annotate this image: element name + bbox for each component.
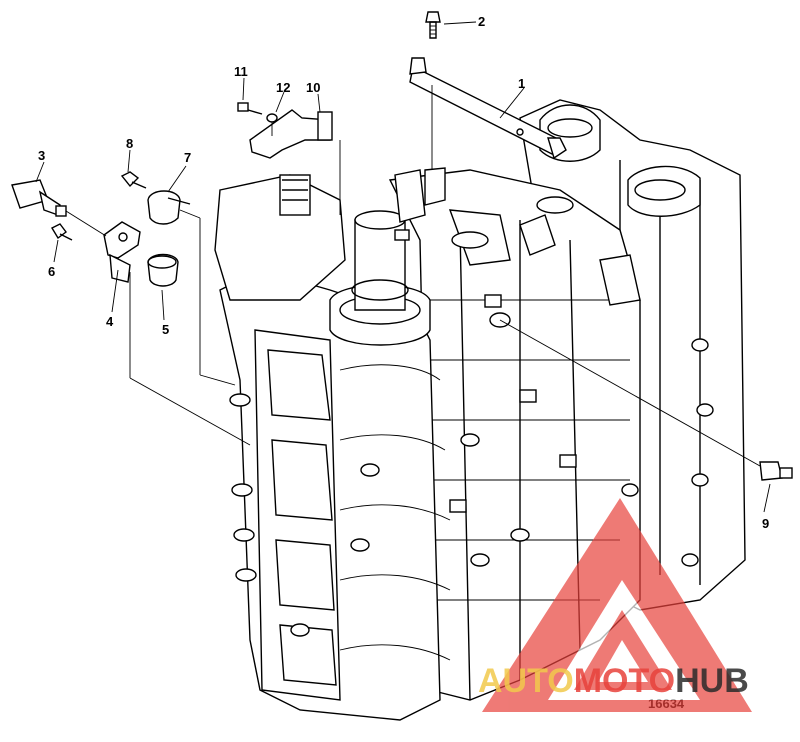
part-7-clip xyxy=(147,190,191,225)
callout-9: 9 xyxy=(762,516,769,531)
watermark-logo xyxy=(482,498,752,712)
part-4-clamp xyxy=(103,221,141,283)
callout-4: 4 xyxy=(106,314,114,329)
part-3-sensor xyxy=(11,179,67,217)
callout-7: 7 xyxy=(184,150,191,165)
part-10-bracket xyxy=(249,109,333,159)
watermark-auto: AUTO xyxy=(478,662,574,700)
part-1-bracket xyxy=(409,57,567,170)
part-9-sensor xyxy=(759,461,793,481)
part-6-screw xyxy=(51,223,73,241)
part-11-screw xyxy=(237,102,263,115)
watermark-moto: MOTO xyxy=(574,662,675,700)
callout-12: 12 xyxy=(276,80,290,95)
callout-8: 8 xyxy=(126,136,133,151)
callout-pointers xyxy=(35,21,771,513)
callout-2: 2 xyxy=(478,14,485,29)
svg-text:AUTOMOTOHUB: AUTOMOTOHUB xyxy=(478,662,749,700)
part-5-fitting xyxy=(147,253,179,287)
callout-3: 3 xyxy=(38,148,45,163)
callout-11: 11 xyxy=(234,64,248,79)
part-2-bolt xyxy=(425,11,441,39)
part-12-washer xyxy=(266,113,278,123)
watermark-hub: HUB xyxy=(675,662,749,700)
callout-1: 1 xyxy=(518,76,525,91)
callout-5: 5 xyxy=(162,322,169,337)
callout-labels: 1 2 3 4 5 6 7 8 9 10 11 12 xyxy=(38,14,769,531)
assembly-lines xyxy=(65,122,761,467)
callout-10: 10 xyxy=(306,80,320,95)
part-8-screw xyxy=(120,171,147,189)
watermark-text: AUTOMOTOHUB xyxy=(478,662,749,700)
callout-6: 6 xyxy=(48,264,55,279)
